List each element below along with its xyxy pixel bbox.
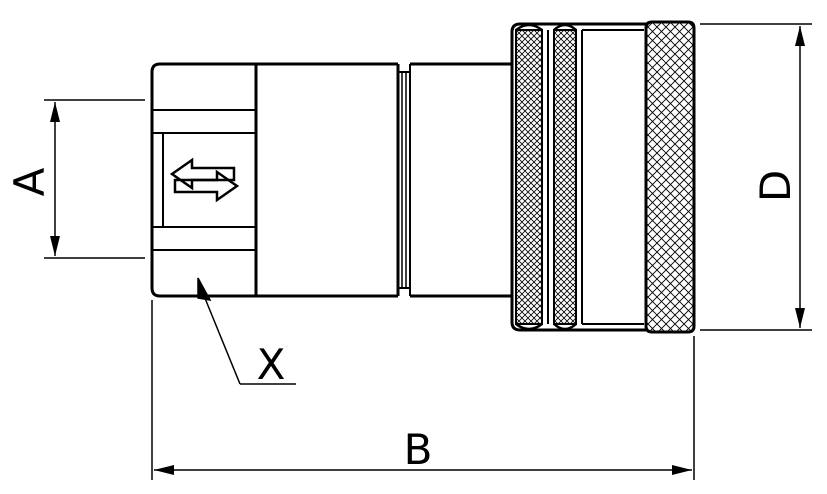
leader-x: [197, 277, 296, 385]
dimension-a: [44, 99, 145, 259]
leader-x-label: X: [257, 340, 286, 389]
dimension-b-label: B: [404, 425, 433, 474]
hex-body: [150, 62, 258, 298]
flow-direction-icon: [169, 157, 240, 203]
dimension-a-label: A: [5, 167, 54, 196]
dimension-d: [700, 23, 812, 331]
dimension-b: [151, 300, 695, 480]
sleeve: [510, 20, 696, 334]
middle-body: [256, 62, 512, 298]
dimension-d-label: D: [751, 170, 800, 202]
